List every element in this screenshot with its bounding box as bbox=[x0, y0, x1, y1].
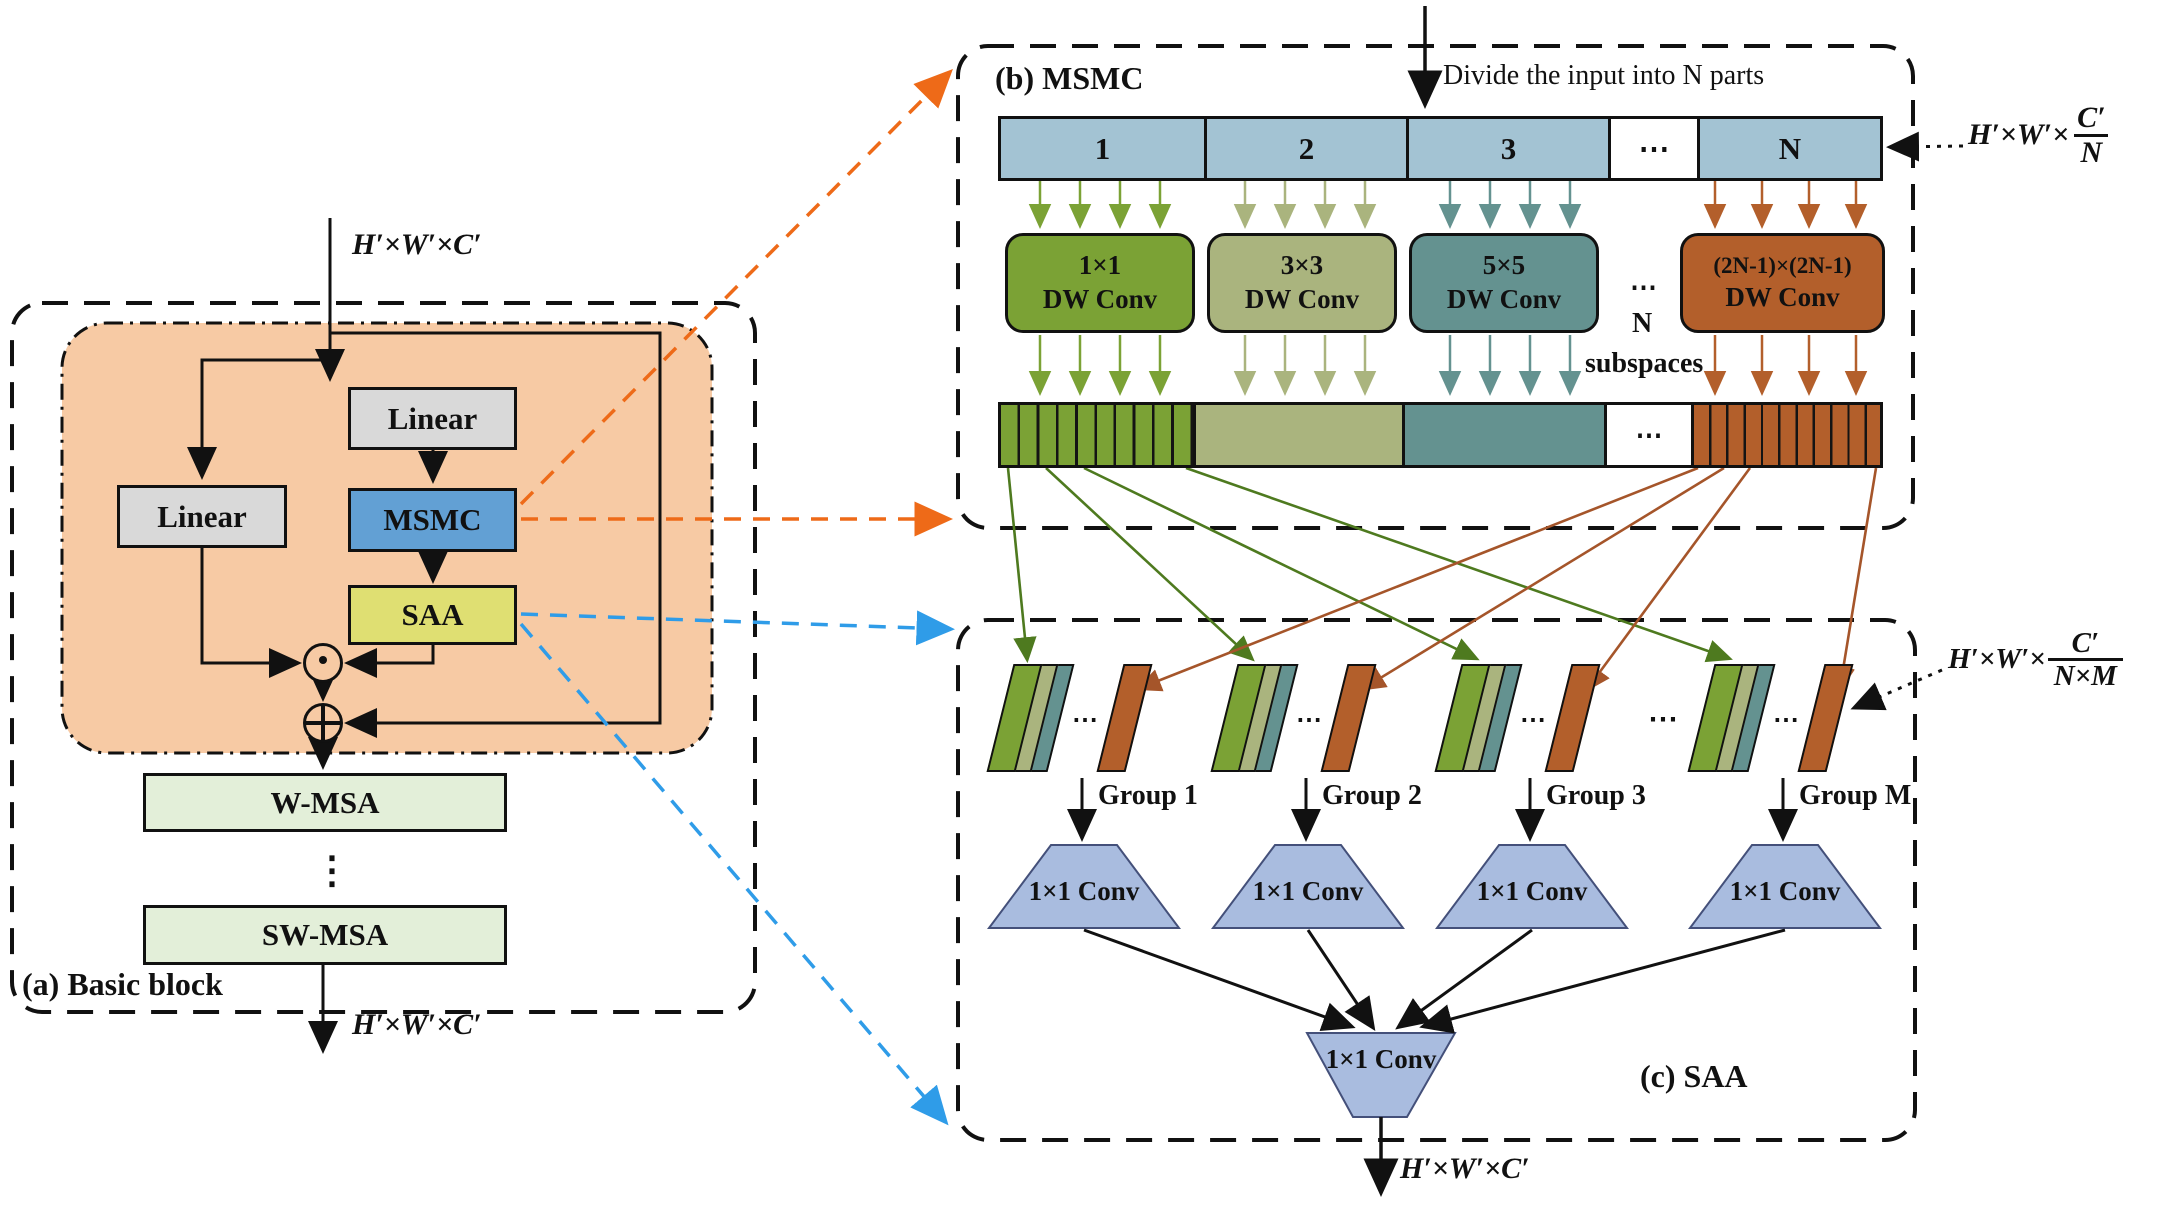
between-groups-dots: ⋯ bbox=[1648, 703, 1678, 736]
group-trapezoids bbox=[987, 844, 1882, 1118]
dwconv-3x3-line1: 3×3 bbox=[1280, 250, 1324, 281]
final-trapezoid bbox=[1305, 1032, 1457, 1118]
conv-trapm-label: 1×1 Conv bbox=[1729, 876, 1841, 906]
panel-a-border bbox=[10, 301, 757, 1014]
group2-label: Group 2 bbox=[1322, 780, 1422, 811]
feed-arrows-olive bbox=[1233, 181, 1377, 229]
dwconv-2n1-line2: DW Conv bbox=[1725, 281, 1840, 312]
subspaces-word: subspaces bbox=[1585, 348, 1704, 379]
conv-trap3-label: 1×1 Conv bbox=[1476, 876, 1588, 906]
bar-segment-dots: ⋯ bbox=[1608, 119, 1697, 178]
saa-box: SAA bbox=[348, 585, 517, 645]
b-dim-num: C′ bbox=[2077, 101, 2106, 134]
out-arrows-teal bbox=[1438, 335, 1582, 396]
subspaces-n: N bbox=[1632, 308, 1653, 339]
panel-b-dim-label: H′×W′×C′N bbox=[1968, 102, 2112, 168]
feed-arrows-brown bbox=[1703, 181, 1868, 229]
group-arrows bbox=[1067, 778, 1798, 842]
stripe-section-olive bbox=[1193, 405, 1402, 465]
dwconv-3x3-box: 3×3 DW Conv bbox=[1207, 233, 1397, 333]
divide-text: Divide the input into N parts bbox=[1443, 60, 1765, 91]
group1-label: Group 1 bbox=[1098, 780, 1198, 811]
a-vertical-dots: ⋮ bbox=[313, 850, 351, 892]
dwconv-3x3-line2: DW Conv bbox=[1244, 284, 1360, 314]
dwconv-1x1-line2: DW Conv bbox=[1042, 284, 1158, 314]
group3-label: Group 3 bbox=[1546, 780, 1646, 811]
feed-arrows-green bbox=[1028, 181, 1172, 229]
linear-left-box: Linear bbox=[117, 485, 287, 548]
swmsa-box: SW-MSA bbox=[143, 905, 507, 965]
subspaces-dots: ⋯ bbox=[1630, 272, 1657, 302]
multiply-dot bbox=[319, 656, 327, 664]
stripe-section-dots: ⋯ bbox=[1604, 405, 1691, 465]
panel-a-title: (a) Basic block bbox=[22, 966, 223, 1002]
panel-b-border bbox=[956, 44, 1915, 530]
input-partition-bar: 1 2 3 ⋯ N bbox=[998, 116, 1883, 181]
gm-dots: ⋯ bbox=[1773, 705, 1799, 734]
bar-segment-2: 2 bbox=[1204, 119, 1406, 178]
stripe-section-teal bbox=[1402, 405, 1604, 465]
b-dim-prefix: H′×W′× bbox=[1968, 118, 2070, 151]
panel-c-border bbox=[956, 618, 1917, 1142]
wmsa-box: W-MSA bbox=[143, 773, 507, 832]
add-node bbox=[303, 703, 343, 743]
feed-arrows-teal bbox=[1438, 181, 1582, 229]
bar-segment-1: 1 bbox=[1001, 119, 1204, 178]
add-vline bbox=[321, 705, 325, 741]
multiply-node bbox=[303, 643, 343, 683]
c-dim-num: C′ bbox=[2071, 627, 2100, 659]
linear-right-box: Linear bbox=[348, 387, 517, 450]
out-arrows-olive bbox=[1233, 335, 1377, 396]
c-dim-prefix: H′×W′× bbox=[1948, 643, 2046, 676]
c-dim-den: N×M bbox=[2047, 658, 2123, 692]
out-arrows-green bbox=[1028, 335, 1172, 396]
final-conv-label: 1×1 Conv bbox=[1325, 1044, 1437, 1074]
converge-arrows bbox=[1083, 928, 1786, 1034]
out-arrows-brown bbox=[1703, 335, 1868, 396]
conv-trap2-label: 1×1 Conv bbox=[1252, 876, 1364, 906]
panel-c-output-dim: H′×W′×C′ bbox=[1400, 1152, 1530, 1185]
dwconv-1x1-line1: 1×1 bbox=[1078, 250, 1122, 281]
bar-segment-3: 3 bbox=[1406, 119, 1608, 178]
b-dim-den: N bbox=[2074, 133, 2109, 169]
dwconv-5x5-box: 5×5 DW Conv bbox=[1409, 233, 1599, 333]
msmc-box: MSMC bbox=[348, 488, 517, 552]
dwconv-1x1-box: 1×1 DW Conv bbox=[1005, 233, 1195, 333]
g3-dots: ⋯ bbox=[1520, 705, 1546, 734]
panel-b-title: (b) MSMC bbox=[995, 60, 1144, 96]
dwconv-2n1-box: (2N-1)×(2N-1) DW Conv bbox=[1680, 233, 1885, 333]
panel-a-input-dim: H′×W′×C′ bbox=[352, 228, 482, 261]
saa-link-arrows bbox=[519, 610, 955, 1126]
groupm-label: Group M bbox=[1799, 780, 1912, 811]
panel-c-title: (c) SAA bbox=[1640, 1058, 1748, 1094]
dwconv-5x5-line1: 5×5 bbox=[1482, 250, 1526, 281]
fan-lines-green bbox=[1006, 466, 1733, 664]
panel-c-dim-label: H′×W′× C′N×M bbox=[1948, 628, 2123, 692]
msmc-link-arrows bbox=[519, 69, 953, 537]
dim-arrows bbox=[1850, 131, 1964, 711]
fan-lines-brown bbox=[1135, 466, 1878, 694]
subspace-output-bar: ⋯ bbox=[998, 402, 1883, 468]
g1-dots: ⋯ bbox=[1072, 705, 1098, 734]
dwconv-5x5-line2: DW Conv bbox=[1446, 284, 1562, 314]
conv-trap1-label: 1×1 Conv bbox=[1028, 876, 1140, 906]
stripe-section-green bbox=[1001, 405, 1193, 465]
bar-segment-n: N bbox=[1697, 119, 1880, 178]
g2-dots: ⋯ bbox=[1296, 705, 1322, 734]
panel-a-lines bbox=[187, 218, 662, 1054]
dwconv-2n1-line1: (2N-1)×(2N-1) bbox=[1713, 252, 1852, 278]
stripe-section-brown bbox=[1691, 405, 1880, 465]
